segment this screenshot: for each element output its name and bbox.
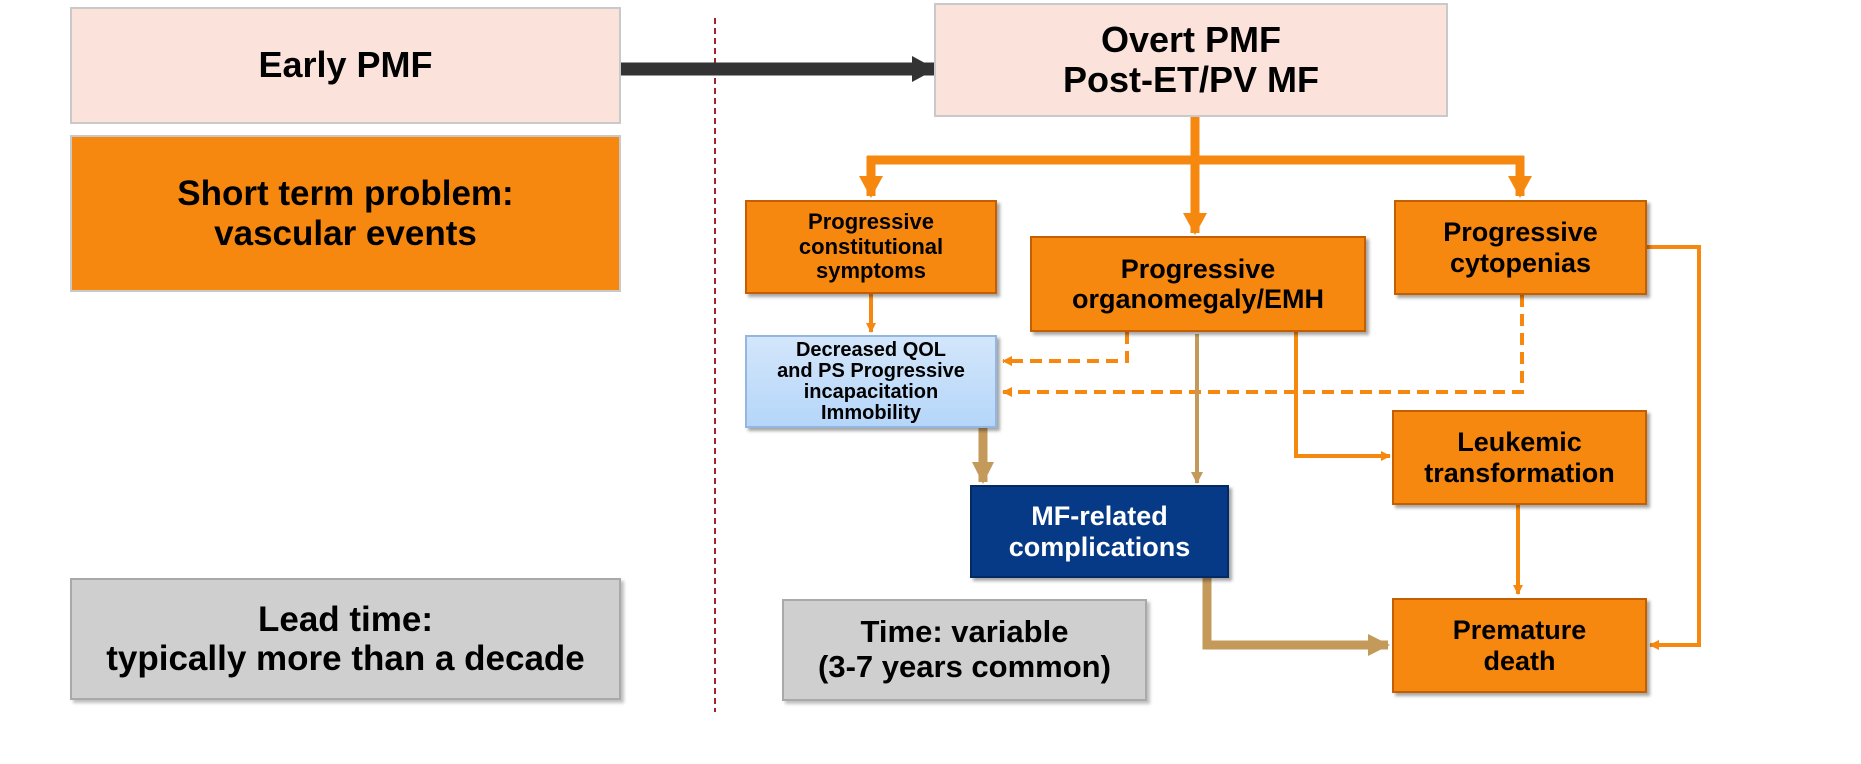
overt-pmf-box: Overt PMF Post-ET/PV MF [934,3,1448,117]
arrow-cytopenias-to-death [1647,245,1701,650]
organomegaly-box: Progressive organomegaly/EMH [1030,236,1366,332]
time-variable-box: Time: variable (3-7 years common) [782,599,1147,701]
arrow-cytopenias-to-qol-dashed [1002,295,1524,397]
cytopenias-line-1: Progressive [1443,217,1598,248]
overt-pmf-line-1: Overt PMF [1100,18,1282,60]
cytopenias-box: Progressive cytopenias [1394,200,1647,295]
decreased-qol-box: Decreased QOL and PS Progressive incapac… [745,335,997,428]
arrow-organomegaly-to-leukemic [1294,332,1391,461]
premature-death-box: Premature death [1392,598,1647,693]
mf-related-complications-box: MF-related complications [970,485,1229,578]
leukemic-transformation-box: Leukemic transformation [1392,410,1647,505]
decreased-qol-line-4: Immobility [820,401,921,424]
organomegaly-line-2: organomegaly/EMH [1071,284,1325,314]
leukemic-line-1: Leukemic [1457,427,1582,458]
mf-complications-line-1: MF-related [1031,501,1168,532]
constitutional-line-2: constitutional [798,233,944,259]
constitutional-line-1: Progressive [808,209,934,235]
lead-time-box: Lead time: typically more than a decade [70,578,621,700]
mf-complications-line-2: complications [1008,531,1191,562]
overt-pmf-line-2: Post-ET/PV MF [1062,59,1319,100]
early-pmf-line-1: Early PMF [258,44,433,86]
constitutional-line-3: symptoms [815,258,927,284]
premature-death-line-2: death [1483,645,1556,676]
decreased-qol-line-1: Decreased QOL [795,338,947,361]
time-variable-line-2: (3-7 years common) [818,649,1111,684]
time-variable-line-1: Time: variable [860,614,1069,650]
early-pmf-box: Early PMF [70,7,621,124]
cytopenias-line-2: cytopenias [1449,247,1592,278]
leukemic-line-2: transformation [1424,457,1615,488]
constitutional-symptoms-box: Progressive constitutional symptoms [745,200,997,294]
short-term-problem-box: Short term problem: vascular events [70,135,621,292]
arrow-mf-to-death [1202,578,1390,656]
decreased-qol-line-3: incapacitation [803,380,939,403]
premature-death-line-1: Premature [1452,615,1587,646]
lead-time-line-1: Lead time: [257,599,434,639]
decreased-qol-line-2: and PS Progressive [777,359,965,382]
arrow-organomegaly-to-qol-dashed [1002,332,1129,366]
short-term-line-1: Short term problem: [177,174,514,214]
organomegaly-line-1: Progressive [1120,253,1276,284]
short-term-line-2: vascular events [214,213,477,253]
lead-time-line-2: typically more than a decade [106,639,585,678]
